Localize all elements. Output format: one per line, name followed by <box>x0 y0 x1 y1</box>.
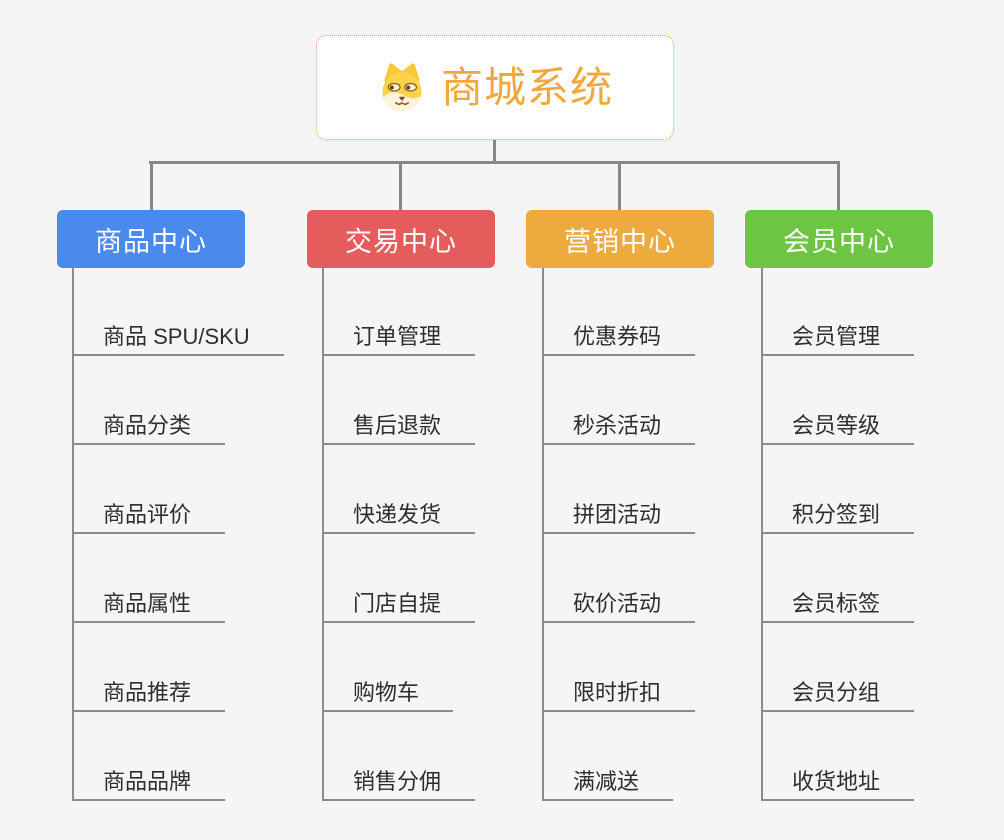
topic-item[interactable]: 销售分佣 <box>322 768 476 801</box>
topic-item[interactable]: 商品分类 <box>72 412 226 445</box>
topic-item[interactable]: 优惠券码 <box>542 323 696 356</box>
connector-branch-stub <box>150 163 153 210</box>
connector-trunk <box>542 268 544 801</box>
connector-trunk <box>72 268 74 801</box>
topic-item[interactable]: 会员等级 <box>761 412 915 445</box>
topic-item[interactable]: 商品评价 <box>72 501 226 534</box>
topic-item[interactable]: 快递发货 <box>322 501 476 534</box>
topic-item[interactable]: 满减送 <box>542 768 674 801</box>
root-title: 商城系统 <box>440 63 613 111</box>
topic-item[interactable]: 秒杀活动 <box>542 412 696 445</box>
topic-item[interactable]: 会员标签 <box>761 590 915 623</box>
connector-branch-stub <box>837 163 840 210</box>
topic-item[interactable]: 购物车 <box>322 679 454 712</box>
topic-item[interactable]: 拼团活动 <box>542 501 696 534</box>
topic-item[interactable]: 商品品牌 <box>72 768 226 801</box>
connector-root-stub <box>493 140 496 162</box>
branch-member-center[interactable]: 会员中心 <box>745 210 933 268</box>
topic-item[interactable]: 商品 SPU/SKU <box>72 323 284 356</box>
root-node[interactable]: 商城系统 <box>316 35 674 140</box>
topic-item[interactable]: 收货地址 <box>761 768 915 801</box>
topic-item[interactable]: 积分签到 <box>761 501 915 534</box>
connector-branch-stub <box>399 163 402 210</box>
topic-item[interactable]: 限时折扣 <box>542 679 696 712</box>
topic-item[interactable]: 售后退款 <box>322 412 476 445</box>
connector-branch-stub <box>618 163 621 210</box>
connector-trunk <box>761 268 763 801</box>
doge-icon <box>382 62 422 111</box>
branch-marketing-center[interactable]: 营销中心 <box>526 210 714 268</box>
branch-trade-center[interactable]: 交易中心 <box>307 210 495 268</box>
connector-horizontal <box>149 161 840 164</box>
topic-item[interactable]: 订单管理 <box>322 323 476 356</box>
connector-trunk <box>322 268 324 801</box>
topic-item[interactable]: 会员管理 <box>761 323 915 356</box>
branch-product-center[interactable]: 商品中心 <box>57 210 245 268</box>
topic-item[interactable]: 商品属性 <box>72 590 226 623</box>
topic-item[interactable]: 砍价活动 <box>542 590 696 623</box>
topic-item[interactable]: 商品推荐 <box>72 679 226 712</box>
topic-item[interactable]: 门店自提 <box>322 590 476 623</box>
topic-item[interactable]: 会员分组 <box>761 679 915 712</box>
